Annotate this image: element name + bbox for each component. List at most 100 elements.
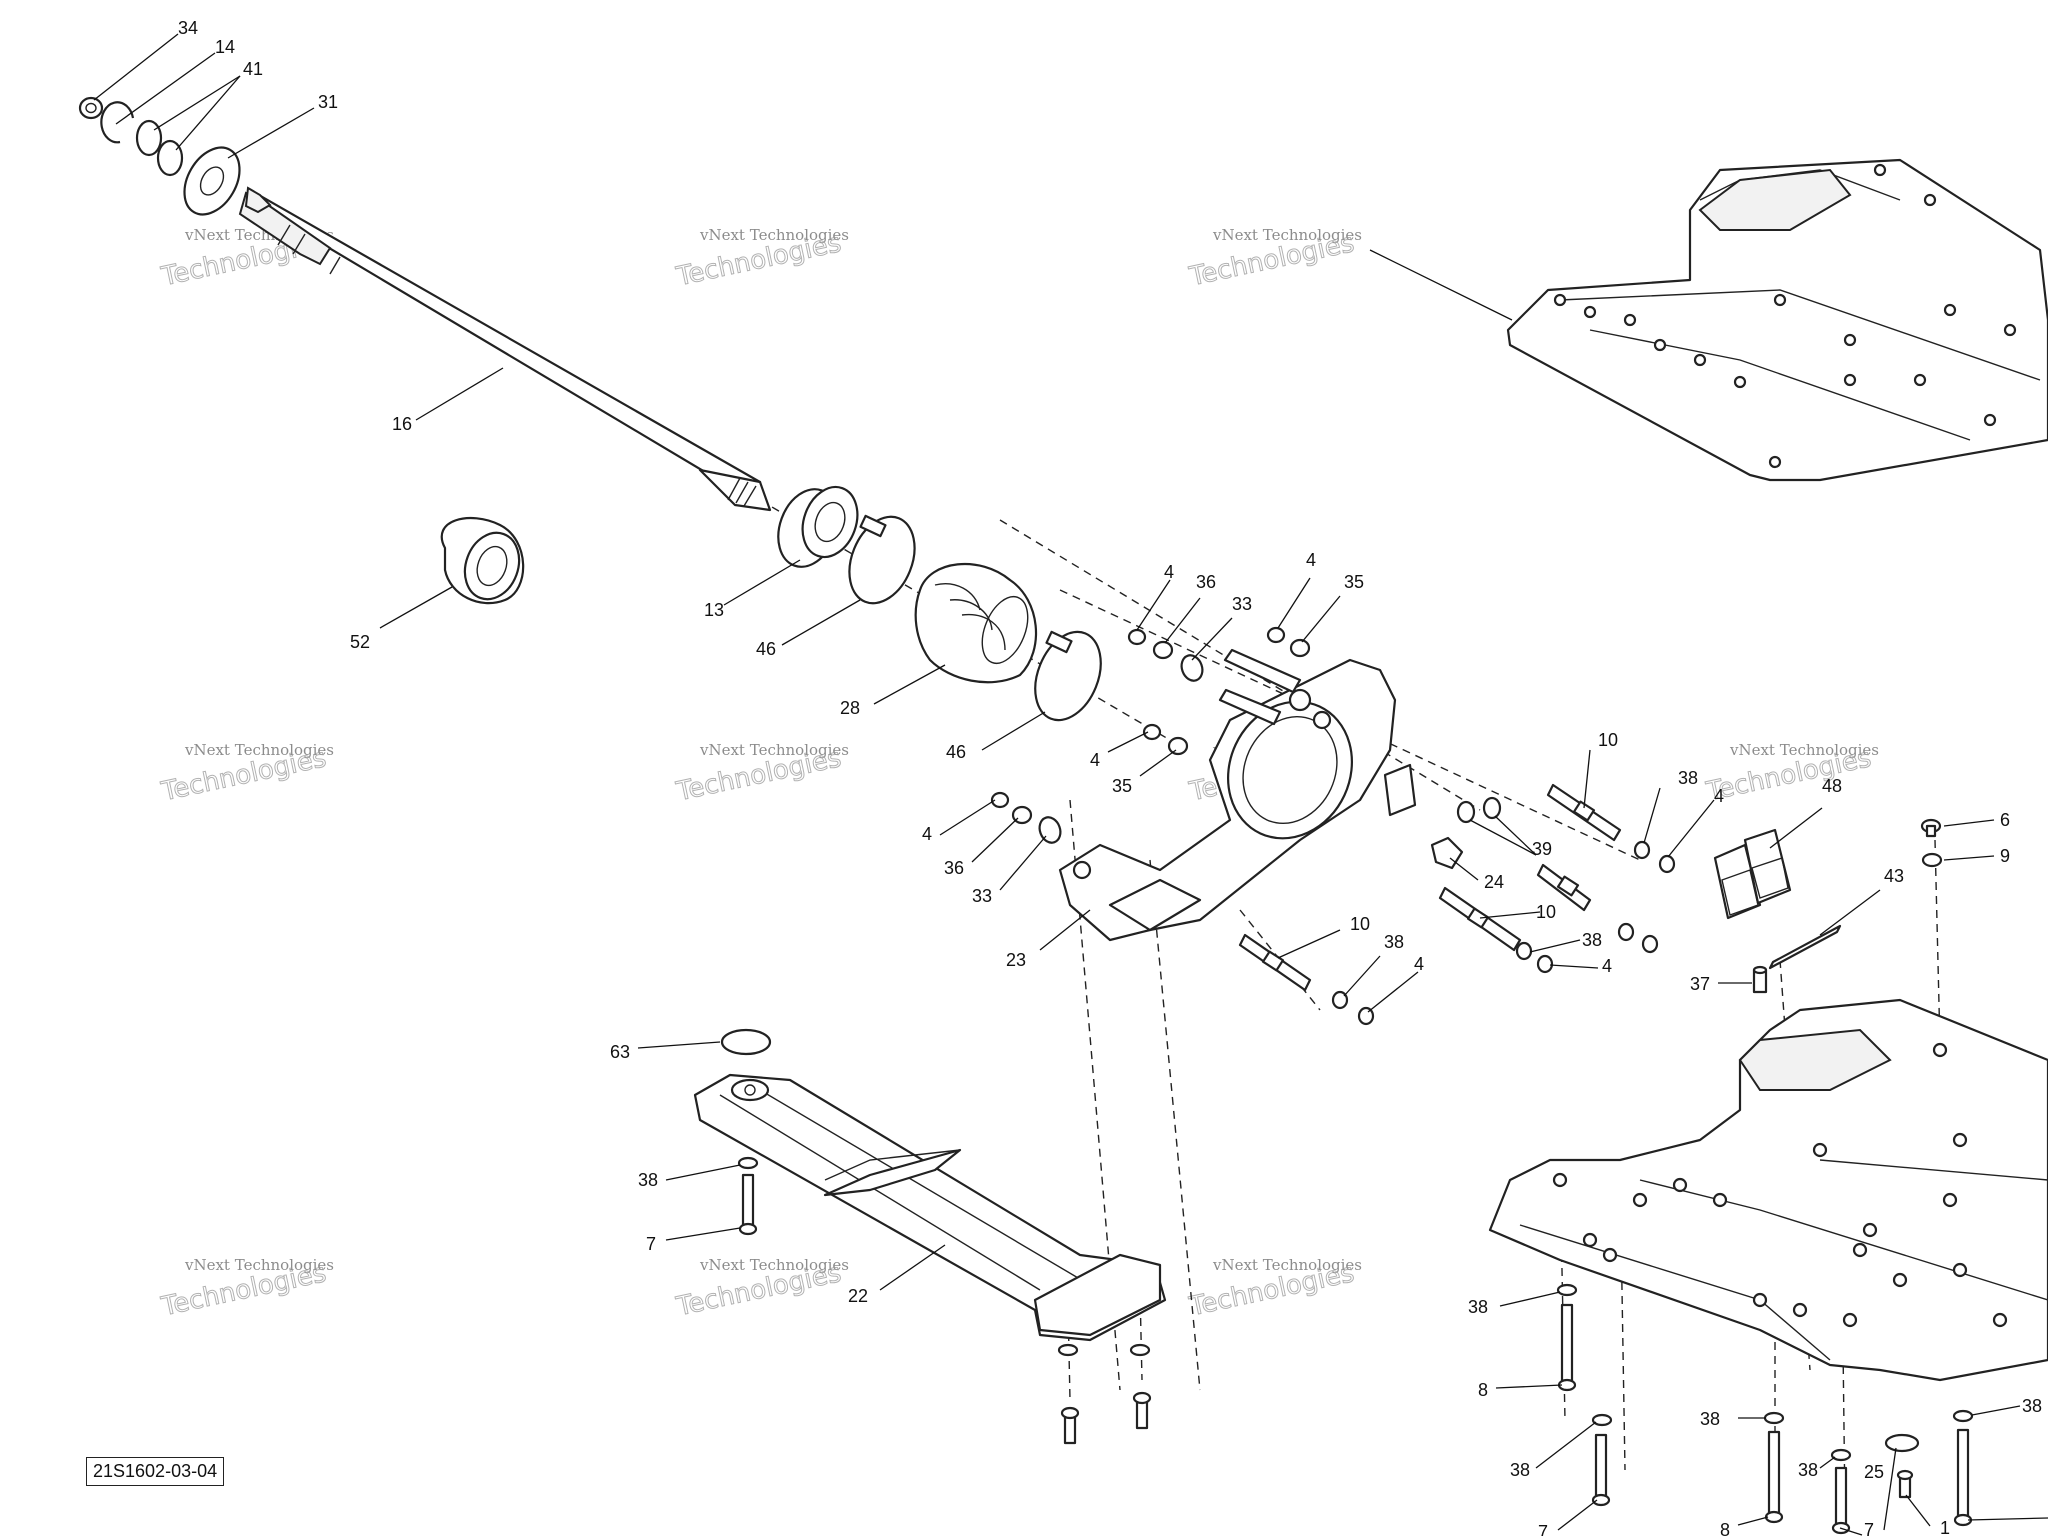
part-13-bearing: [777, 485, 859, 568]
chassis-plate-upper: [1506, 158, 2048, 482]
part-4-nut: [1357, 1006, 1375, 1026]
callout-16: 16: [392, 414, 412, 434]
watermark-text: vNext Technologies: [1212, 1256, 1362, 1274]
part-48-rubber-blocks: [1713, 828, 1792, 920]
callout-38: 38: [1582, 930, 1602, 950]
part-38-washer: [1617, 922, 1635, 942]
callout-1: 1: [1940, 1518, 1950, 1536]
callout-10: 10: [1598, 730, 1618, 750]
part-37-dowel: [1752, 965, 1768, 994]
callout-9: 9: [2000, 846, 2010, 866]
callout-13: 13: [704, 600, 724, 620]
callout-52: 52: [350, 632, 370, 652]
part-4-nut: [1266, 626, 1286, 644]
callout-36: 36: [944, 858, 964, 878]
watermark-text: vNext Technologies: [184, 1256, 334, 1274]
part-35-washer: [1167, 736, 1189, 756]
part-22-slide-rail: [693, 1073, 1167, 1342]
callout-39: 39: [1532, 839, 1552, 859]
part-7-bolt: [1132, 1391, 1152, 1430]
callout-8: 8: [1478, 1380, 1488, 1400]
part-38-washer: [1129, 1343, 1151, 1357]
callout-38: 38: [1510, 1460, 1530, 1480]
part-38-washer: [1057, 1343, 1079, 1357]
callout-37: 37: [1690, 974, 1710, 994]
part-33-studs: [1218, 648, 1302, 726]
part-35-washer: [1289, 638, 1311, 658]
callout-8: 8: [1720, 1520, 1730, 1536]
part-9-washer: [1921, 852, 1943, 868]
callout-4: 4: [1090, 750, 1100, 770]
part-4-nut: [1536, 954, 1554, 974]
part-36-washer: [1152, 640, 1174, 660]
callout-24: 24: [1484, 872, 1504, 892]
part-43-pin: [1768, 924, 1842, 970]
watermark-text: vNext Technologies: [1212, 226, 1362, 244]
part-38-washer: [1763, 1411, 1785, 1425]
callout-6: 6: [2000, 810, 2010, 830]
callout-46: 46: [756, 639, 776, 659]
callout-34: 34: [178, 18, 198, 38]
part-38-washer: [1556, 1283, 1578, 1297]
callout-23: 23: [1006, 950, 1026, 970]
part-6-bolt: [1920, 818, 1942, 838]
part-46-clamp-lower: [1034, 630, 1102, 722]
callout-28: 28: [840, 698, 860, 718]
part-7-bolt: [1831, 1466, 1851, 1535]
callout-31: 31: [318, 92, 338, 112]
callout-7: 7: [646, 1234, 656, 1254]
part-38-washer: [1331, 990, 1349, 1010]
part-7-bolt: [738, 1173, 758, 1236]
part-4-nut: [1127, 628, 1147, 646]
callout-10: 10: [1536, 902, 1556, 922]
part-46-clamp-upper: [848, 514, 916, 605]
callout-38: 38: [1678, 768, 1698, 788]
part-31-seal-disc: [183, 146, 241, 216]
watermark-text: vNext Technologies: [699, 741, 849, 759]
part-38-washer: [1952, 1409, 1974, 1423]
callout-38: 38: [638, 1170, 658, 1190]
callout-38: 38: [1468, 1297, 1488, 1317]
part-4-nut: [1658, 854, 1676, 874]
part-16-drive-shaft: [238, 186, 772, 512]
watermark-text: vNext Technologies: [1729, 741, 1879, 759]
callout-4: 4: [1164, 562, 1174, 582]
callout-10: 10: [1350, 914, 1370, 934]
part-38-washer: [1633, 840, 1651, 860]
callout-4: 4: [1714, 786, 1724, 806]
watermark-text: vNext Technologies: [699, 226, 849, 244]
callout-4: 4: [1414, 954, 1424, 974]
callout-33: 33: [972, 886, 992, 906]
callout-63: 63: [610, 1042, 630, 1062]
part-14-snap-ring: [100, 101, 135, 144]
callout-38: 38: [1798, 1460, 1818, 1480]
callout-46: 46: [946, 742, 966, 762]
part-23-bracket-housing: [1058, 658, 1417, 942]
callout-38: 38: [1384, 932, 1404, 952]
part-1-screw: [1896, 1469, 1914, 1499]
part-7-bolt: [1953, 1428, 1973, 1527]
callout-7: 7: [1864, 1520, 1874, 1536]
part-7-bolt: [1591, 1433, 1611, 1507]
part-39-washers: [1456, 796, 1502, 824]
part-38-washer: [1830, 1448, 1852, 1462]
part-4-nut: [1641, 934, 1659, 954]
part-25-bumper: [1884, 1433, 1920, 1453]
part-38-washer: [737, 1156, 759, 1170]
callout-48: 48: [1822, 776, 1842, 796]
leader-lines: [93, 33, 2048, 1536]
part-10-mount-pin: [1238, 933, 1312, 992]
part-4-nut: [1142, 723, 1162, 741]
part-38-washer: [1515, 941, 1533, 961]
callout-4: 4: [1602, 956, 1612, 976]
callout-25: 25: [1864, 1462, 1884, 1482]
callout-22: 22: [848, 1286, 868, 1306]
watermark-text: vNext Technologies: [184, 741, 334, 759]
part-8-bolt: [1764, 1430, 1784, 1524]
part-52-bushing: [440, 517, 525, 605]
part-34-nut: [78, 96, 104, 120]
callout-4: 4: [1306, 550, 1316, 570]
callout-35: 35: [1112, 776, 1132, 796]
callout-38: 38: [1700, 1409, 1720, 1429]
part-8-bolt: [1557, 1303, 1577, 1392]
